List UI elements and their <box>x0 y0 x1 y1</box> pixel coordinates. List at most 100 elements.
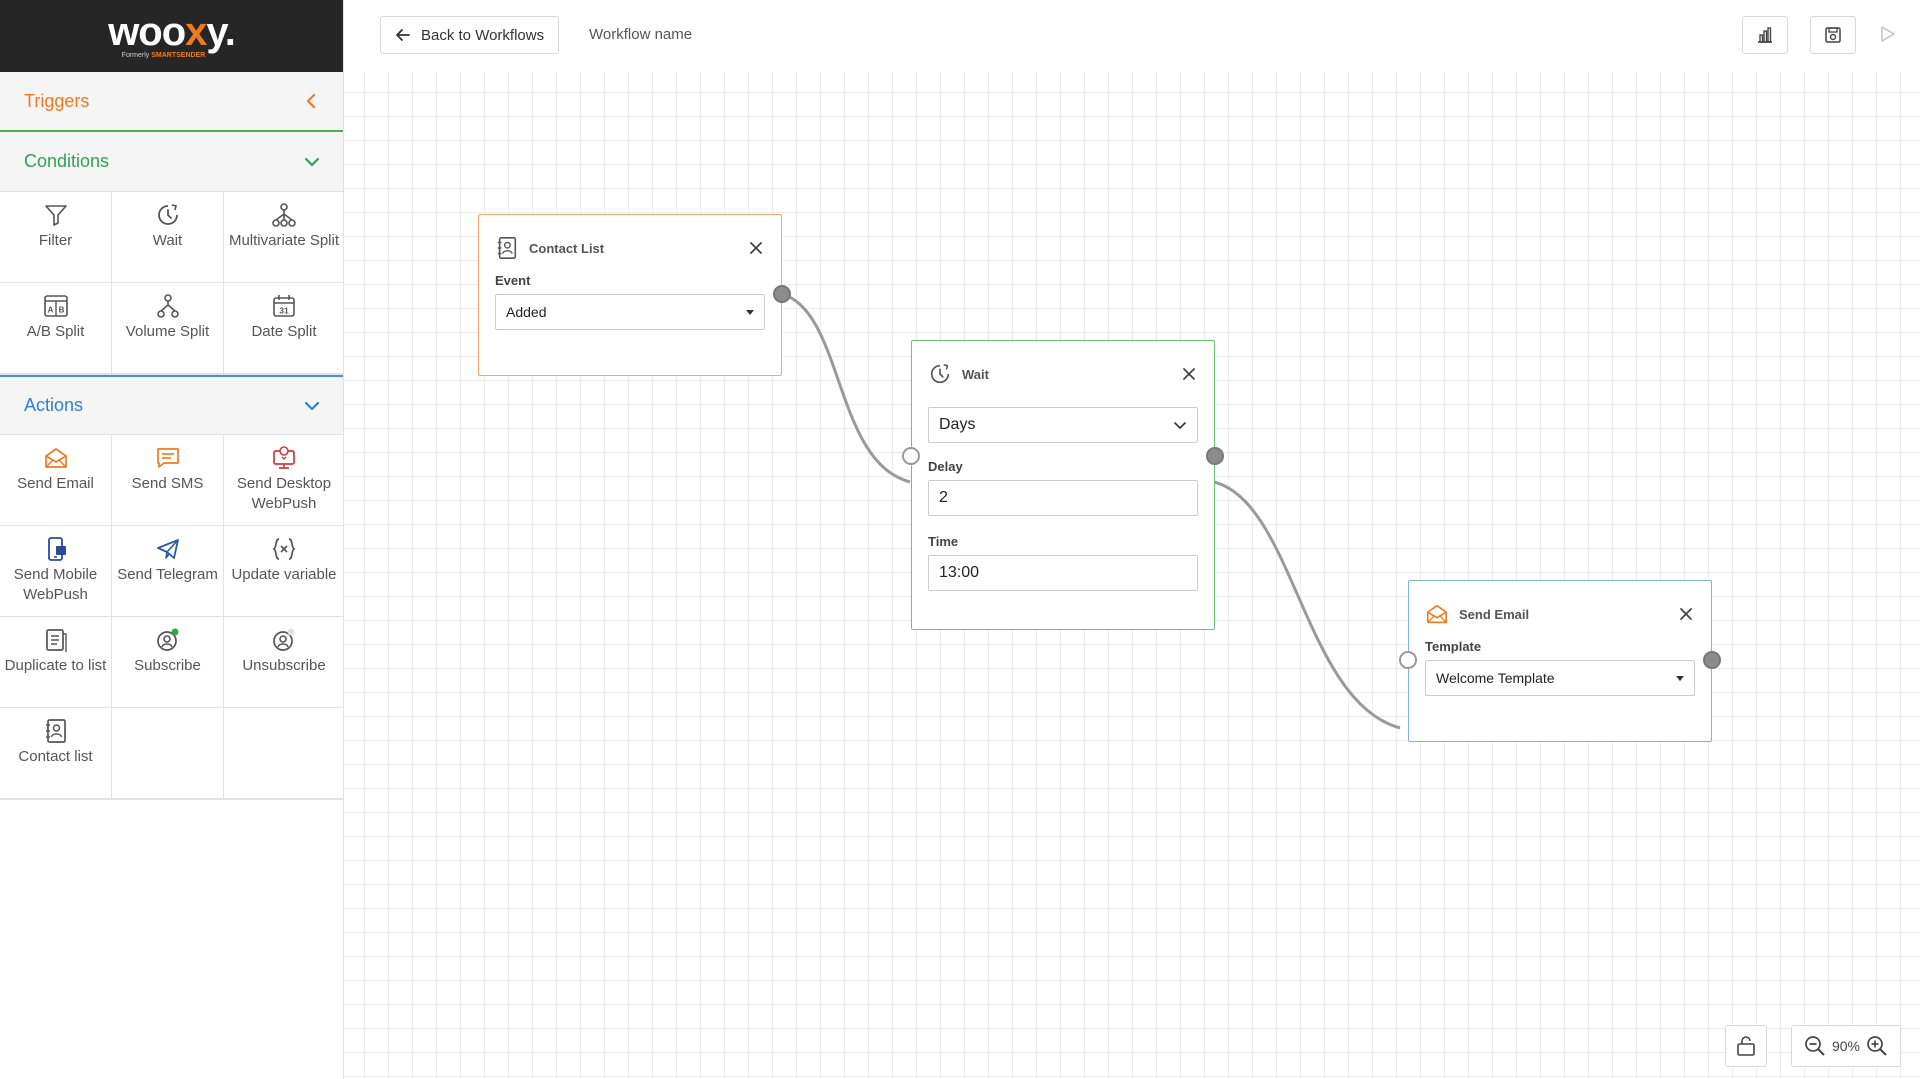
sms-icon <box>156 448 179 468</box>
chevron-left-icon <box>306 93 316 109</box>
delay-label: Delay <box>928 459 963 474</box>
email-icon <box>44 448 67 468</box>
action-send-mobile-webpush[interactable]: Send Mobile WebPush <box>0 526 112 617</box>
empty-tile <box>224 708 344 799</box>
close-icon[interactable] <box>747 239 765 257</box>
tile-label: Send Mobile WebPush <box>13 566 98 603</box>
connectors <box>781 292 1401 730</box>
tile-label: Send Email <box>17 475 94 492</box>
node-wait[interactable]: Wait Days Delay 2 Time 13:00 <box>902 340 1224 630</box>
actions-label: Actions <box>24 395 84 415</box>
node-title: Send Email <box>1459 606 1530 622</box>
email-icon <box>1426 604 1448 624</box>
telegram-icon <box>156 539 179 559</box>
calendar-day-text: 31 <box>279 306 289 316</box>
tile-label: Update variable <box>231 566 337 583</box>
zoom-out-icon[interactable] <box>1804 1035 1826 1057</box>
unit-value: Days <box>939 416 976 433</box>
back-label: Back to Workflows <box>421 26 545 44</box>
unit-select[interactable]: Days <box>928 407 1198 443</box>
statistics-button[interactable] <box>1742 16 1788 54</box>
condition-wait[interactable]: Wait <box>112 192 224 283</box>
delay-input[interactable]: 2 <box>928 480 1198 516</box>
event-value: Added <box>506 304 547 320</box>
template-label: Template <box>1425 639 1482 654</box>
condition-multivariate-split[interactable]: Multivariate Split <box>224 192 344 283</box>
tile-label: A/B Split <box>26 323 85 340</box>
input-port[interactable] <box>1399 651 1417 669</box>
unlock-icon <box>1737 1036 1755 1056</box>
event-label: Event <box>495 273 531 288</box>
volume-split-icon <box>156 294 179 318</box>
node-title: Contact List <box>529 240 605 256</box>
template-select[interactable]: Welcome Template <box>1425 660 1695 696</box>
close-icon[interactable] <box>1180 365 1198 383</box>
desktop-push-icon <box>273 446 295 469</box>
node-contact-list[interactable]: Contact List Event Added <box>478 214 791 376</box>
tile-label: Subscribe <box>134 657 201 674</box>
duplicate-icon <box>45 629 67 652</box>
output-port[interactable] <box>1206 447 1224 465</box>
event-select[interactable]: Added <box>495 294 765 330</box>
chevron-down-icon <box>304 157 320 166</box>
tile-label: Unsubscribe <box>242 657 326 674</box>
actions-grid: Send Email Send SMS Send Desktop WebPush… <box>0 435 344 800</box>
tile-label: Multivariate Split <box>228 232 340 249</box>
calendar-icon: 31 <box>273 295 295 317</box>
time-label: Time <box>928 534 959 549</box>
bar-chart-icon <box>1758 27 1772 43</box>
save-button[interactable] <box>1810 16 1856 54</box>
tile-label: Wait <box>152 232 183 249</box>
connector-wait-to-email <box>1213 480 1401 730</box>
subscribe-icon <box>156 628 178 651</box>
top-bar: Back to Workflows Workflow name <box>344 0 1920 72</box>
action-send-sms[interactable]: Send SMS <box>112 435 224 526</box>
actions-section-header[interactable]: Actions <box>0 375 343 435</box>
output-port[interactable] <box>1703 651 1721 669</box>
node-header: Contact List <box>479 233 781 263</box>
logo-sub-prefix: Formerly <box>121 52 150 59</box>
output-port[interactable] <box>773 285 791 303</box>
workflow-name[interactable]: Workflow name <box>589 26 693 43</box>
action-update-variable[interactable]: Update variable <box>224 526 344 617</box>
conditions-label: Conditions <box>24 151 110 171</box>
logo-text: wooxy. <box>108 10 236 54</box>
action-send-email[interactable]: Send Email <box>0 435 112 526</box>
triggers-section-header[interactable]: Triggers <box>0 72 343 132</box>
condition-date-split[interactable]: 31 Date Split <box>224 283 344 374</box>
split-icon <box>272 203 296 227</box>
zoom-in-icon[interactable] <box>1866 1035 1888 1057</box>
triggers-label: Triggers <box>24 90 90 111</box>
action-send-telegram[interactable]: Send Telegram <box>112 526 224 617</box>
action-send-desktop-webpush[interactable]: Send Desktop WebPush <box>224 435 344 526</box>
condition-volume-split[interactable]: Volume Split <box>112 283 224 374</box>
caret-down-icon <box>746 309 754 315</box>
tile-label: Filter <box>38 232 73 249</box>
logo: wooxy. Formerly SMARTSENDER <box>0 0 343 72</box>
save-icon <box>1825 27 1841 43</box>
back-to-workflows-button[interactable]: Back to Workflows <box>380 16 560 54</box>
lock-button[interactable] <box>1725 1025 1767 1067</box>
arrow-left-icon <box>396 29 410 41</box>
node-header: Wait <box>912 359 1214 389</box>
tile-label: Send Telegram <box>117 566 218 583</box>
input-port[interactable] <box>902 447 920 465</box>
conditions-section-header[interactable]: Conditions <box>0 132 343 192</box>
condition-filter[interactable]: Filter <box>0 192 112 283</box>
play-icon[interactable] <box>1877 24 1897 44</box>
action-unsubscribe[interactable]: Unsubscribe <box>224 617 344 708</box>
node-send-email[interactable]: Send Email Template Welcome Template <box>1399 580 1721 742</box>
time-input[interactable]: 13:00 <box>928 555 1198 591</box>
empty-tile <box>112 708 224 799</box>
action-duplicate-to-list[interactable]: Duplicate to list <box>0 617 112 708</box>
clock-icon <box>930 364 950 384</box>
tile-label: Date Split <box>251 323 317 340</box>
tile-label: Duplicate to list <box>4 657 107 674</box>
zoom-control: 90% <box>1791 1025 1901 1067</box>
action-contact-list[interactable]: Contact list <box>0 708 112 799</box>
workflow-canvas[interactable]: Contact List Event Added Wait Days Delay… <box>344 72 1920 1079</box>
action-subscribe[interactable]: Subscribe <box>112 617 224 708</box>
close-icon[interactable] <box>1677 605 1695 623</box>
